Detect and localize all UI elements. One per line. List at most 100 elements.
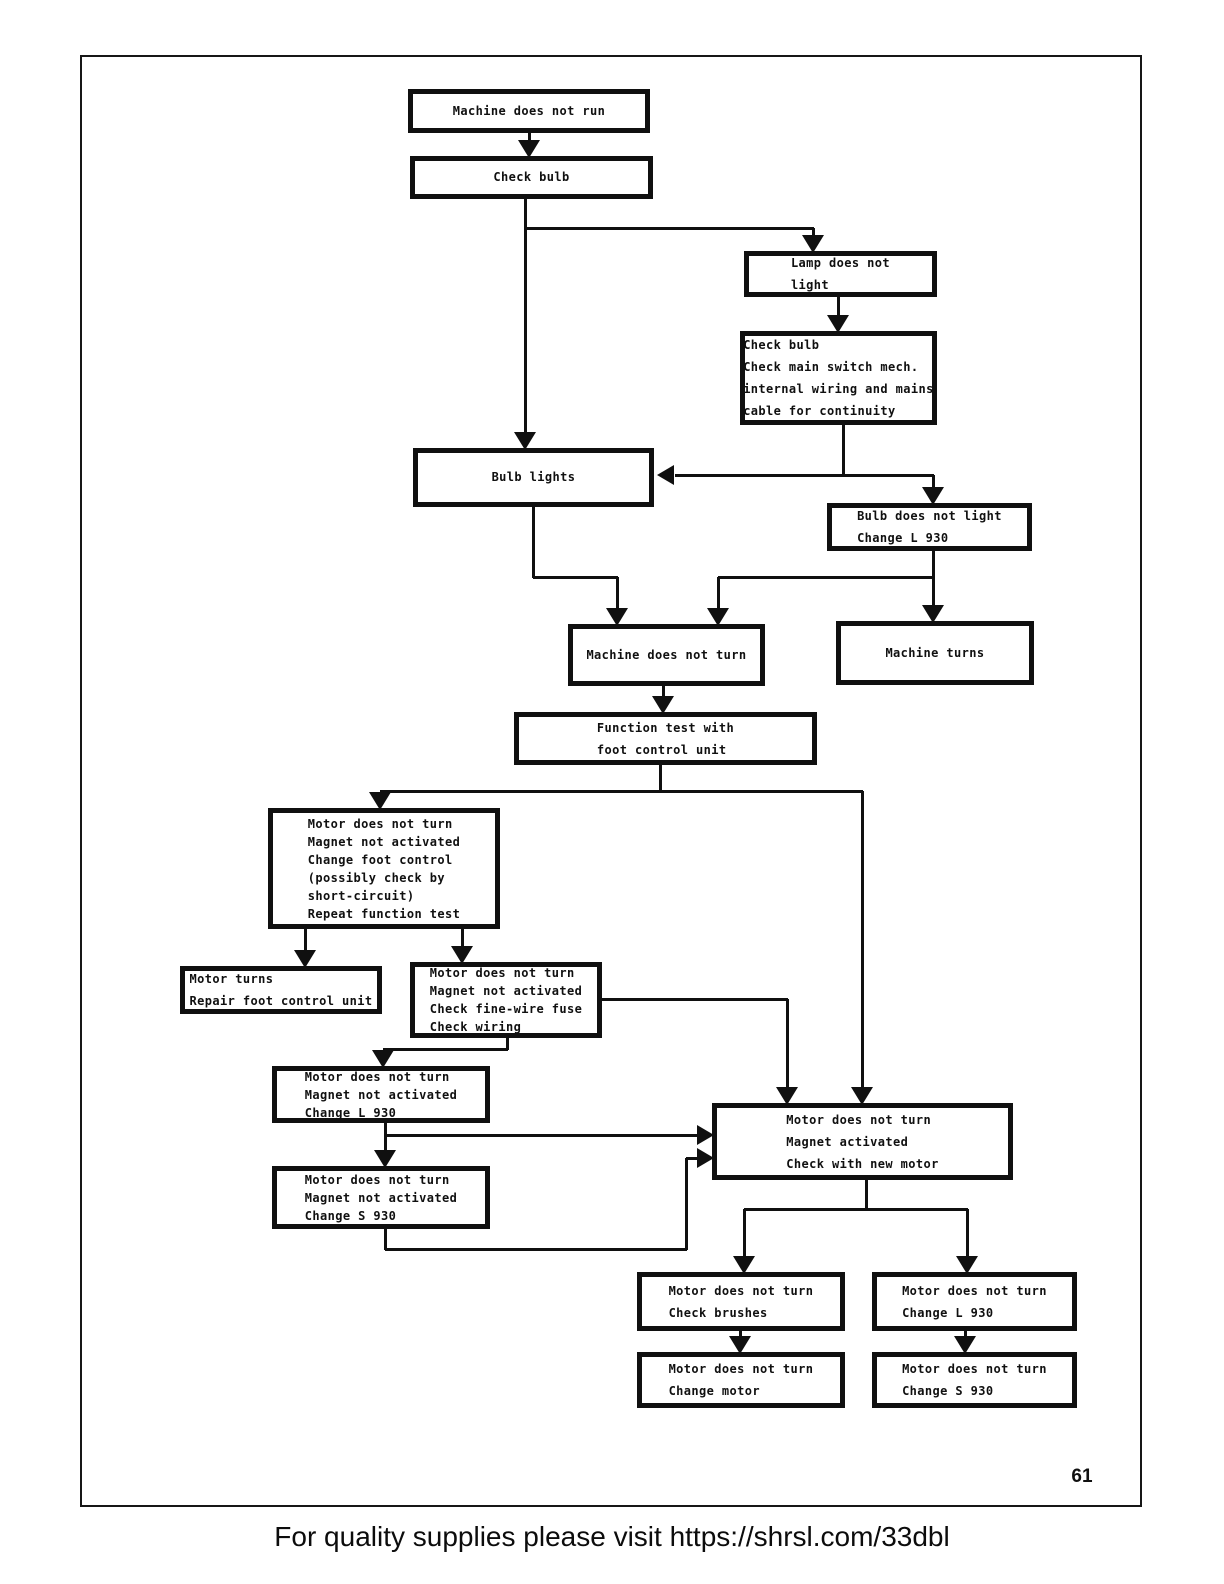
- flow-connector-line: [931, 475, 935, 490]
- flow-box-machine-turns: Machine turns: [836, 621, 1034, 685]
- flow-box-label: Motor does not turn Magnet not activated…: [307, 816, 461, 921]
- page-border-frame: [80, 55, 1142, 1507]
- flow-arrowhead-down: [776, 1087, 798, 1105]
- flow-box-change-foot-control: Motor does not turn Magnet not activated…: [268, 808, 500, 929]
- flow-box-label: Machine does not turn: [586, 647, 747, 662]
- flow-connector-line: [615, 577, 619, 610]
- page-number: 61: [1071, 1466, 1093, 1487]
- flow-box-check-with-new-motor: Motor does not turn Magnet activated Che…: [712, 1103, 1013, 1180]
- flow-box-machine-does-not-turn: Machine does not turn: [568, 624, 765, 686]
- flow-arrowhead-down: [956, 1256, 978, 1274]
- flow-connector-line: [860, 791, 864, 1089]
- flow-box-bulb-lights: Bulb lights: [413, 448, 654, 507]
- flow-box-label: Motor does not turn Change L 930: [902, 1283, 1047, 1320]
- flow-arrowhead-down: [851, 1087, 873, 1105]
- flow-arrowhead-down: [827, 315, 849, 333]
- flow-arrowhead-down: [606, 608, 628, 626]
- flow-connector-line: [661, 686, 665, 700]
- flow-box-change-l930-final: Motor does not turn Change L 930: [872, 1272, 1077, 1331]
- flow-box-check-brushes: Motor does not turn Check brushes: [637, 1272, 845, 1331]
- flow-connector-line: [965, 1209, 969, 1258]
- flow-box-check-bulb: Check bulb: [410, 156, 653, 199]
- flow-box-label: Motor does not turn Check brushes: [668, 1283, 814, 1320]
- flow-connector-line: [836, 296, 840, 318]
- flow-box-label: Function test with foot control unit: [596, 720, 735, 757]
- flow-connector-line: [675, 473, 934, 477]
- flow-connector-line: [742, 1209, 746, 1258]
- flow-connector-line: [686, 1156, 698, 1160]
- flow-connector-line: [523, 198, 527, 436]
- flow-connector-line: [527, 133, 531, 143]
- flow-box-label: Machine turns: [885, 645, 985, 660]
- flow-arrowhead-down: [372, 1050, 394, 1068]
- flow-arrowhead-down: [733, 1256, 755, 1274]
- flow-arrowhead-down: [518, 140, 540, 158]
- flow-arrowhead-down: [922, 605, 944, 623]
- flow-arrowhead-down: [707, 608, 729, 626]
- flow-connector-line: [658, 765, 662, 792]
- flow-box-label: Check bulb: [493, 170, 570, 184]
- flow-connector-line: [963, 1331, 967, 1338]
- flow-arrowhead-right: [697, 1148, 714, 1168]
- flow-box-change-motor: Motor does not turn Change motor: [637, 1352, 845, 1408]
- flow-box-bulb-does-not-light: Bulb does not light Change L 930: [827, 503, 1032, 551]
- flow-arrowhead-down: [451, 946, 473, 964]
- flow-box-function-test-foot-control: Function test with foot control unit: [514, 712, 817, 765]
- flow-connector-line: [811, 228, 815, 238]
- flow-connector-line: [841, 425, 845, 477]
- flow-connector-line: [380, 789, 863, 793]
- flow-box-label: Lamp does not light: [790, 256, 891, 292]
- flow-connector-line: [931, 551, 935, 607]
- flow-box-lamp-does-not-light: Lamp does not light: [744, 251, 937, 297]
- flow-connector-line: [383, 1228, 387, 1250]
- flow-connector-line: [738, 1331, 742, 1338]
- flow-connector-line: [383, 1047, 508, 1051]
- flow-connector-line: [744, 1207, 968, 1211]
- flow-box-label: Machine does not run: [452, 103, 606, 118]
- flow-box-label: Bulb lights: [491, 470, 576, 484]
- flow-connector-line: [602, 997, 788, 1001]
- flow-connector-line: [460, 928, 464, 948]
- flow-arrowhead-down: [374, 1150, 396, 1168]
- flow-box-label: Motor does not turn Change S 930: [902, 1362, 1047, 1398]
- flow-box-label: Check bulb Check main switch mech. inter…: [743, 338, 934, 418]
- flow-box-change-s930-magnet: Motor does not turn Magnet not activated…: [272, 1166, 490, 1229]
- flow-connector-line: [531, 507, 535, 578]
- flow-connector-line: [785, 999, 789, 1089]
- flow-arrowhead-down: [729, 1336, 751, 1354]
- flow-arrowhead-down: [294, 950, 316, 968]
- flow-connector-line: [533, 575, 618, 579]
- flow-connector-line: [716, 577, 720, 610]
- flow-arrowhead-down: [514, 432, 536, 450]
- flow-arrowhead-down: [802, 235, 824, 253]
- flow-box-label: Motor does not turn Magnet not activated…: [304, 1069, 458, 1120]
- flow-connector-line: [864, 1180, 868, 1210]
- flow-arrowhead-left: [657, 465, 674, 485]
- flow-connector-line: [303, 928, 307, 952]
- flow-connector-line: [684, 1158, 688, 1250]
- flow-connector-line: [718, 575, 934, 579]
- flow-connector-line: [383, 1122, 387, 1152]
- flow-connector-line: [385, 1133, 698, 1137]
- flow-box-label: Motor does not turn Magnet not activated…: [429, 966, 583, 1034]
- flow-arrowhead-down: [954, 1336, 976, 1354]
- flow-box-check-fuse-wiring: Motor does not turn Magnet not activated…: [410, 962, 602, 1038]
- flow-box-label: Motor turns Repair foot control unit: [189, 972, 373, 1008]
- footer-link-text: For quality supplies please visit https:…: [274, 1521, 950, 1552]
- flow-box-change-l930-magnet: Motor does not turn Magnet not activated…: [272, 1066, 490, 1123]
- flow-connector-line: [525, 226, 814, 230]
- flow-box-label: Motor does not turn Change motor: [668, 1362, 814, 1398]
- flow-connector-line: [385, 1247, 687, 1251]
- flow-box-label: Motor does not turn Magnet activated Che…: [786, 1112, 939, 1171]
- flow-box-repair-foot-control: Motor turns Repair foot control unit: [180, 966, 382, 1014]
- flow-box-label: Motor does not turn Magnet not activated…: [304, 1172, 458, 1223]
- flow-arrowhead-right: [697, 1125, 714, 1145]
- flow-box-check-bulb-switch-wiring: Check bulb Check main switch mech. inter…: [740, 331, 937, 425]
- flow-box-change-s930-final: Motor does not turn Change S 930: [872, 1352, 1077, 1408]
- flow-connector-line: [505, 1037, 509, 1050]
- flow-box-machine-does-not-run: Machine does not run: [408, 89, 650, 133]
- flow-box-label: Bulb does not light Change L 930: [857, 509, 1002, 545]
- flow-arrowhead-down: [369, 792, 391, 810]
